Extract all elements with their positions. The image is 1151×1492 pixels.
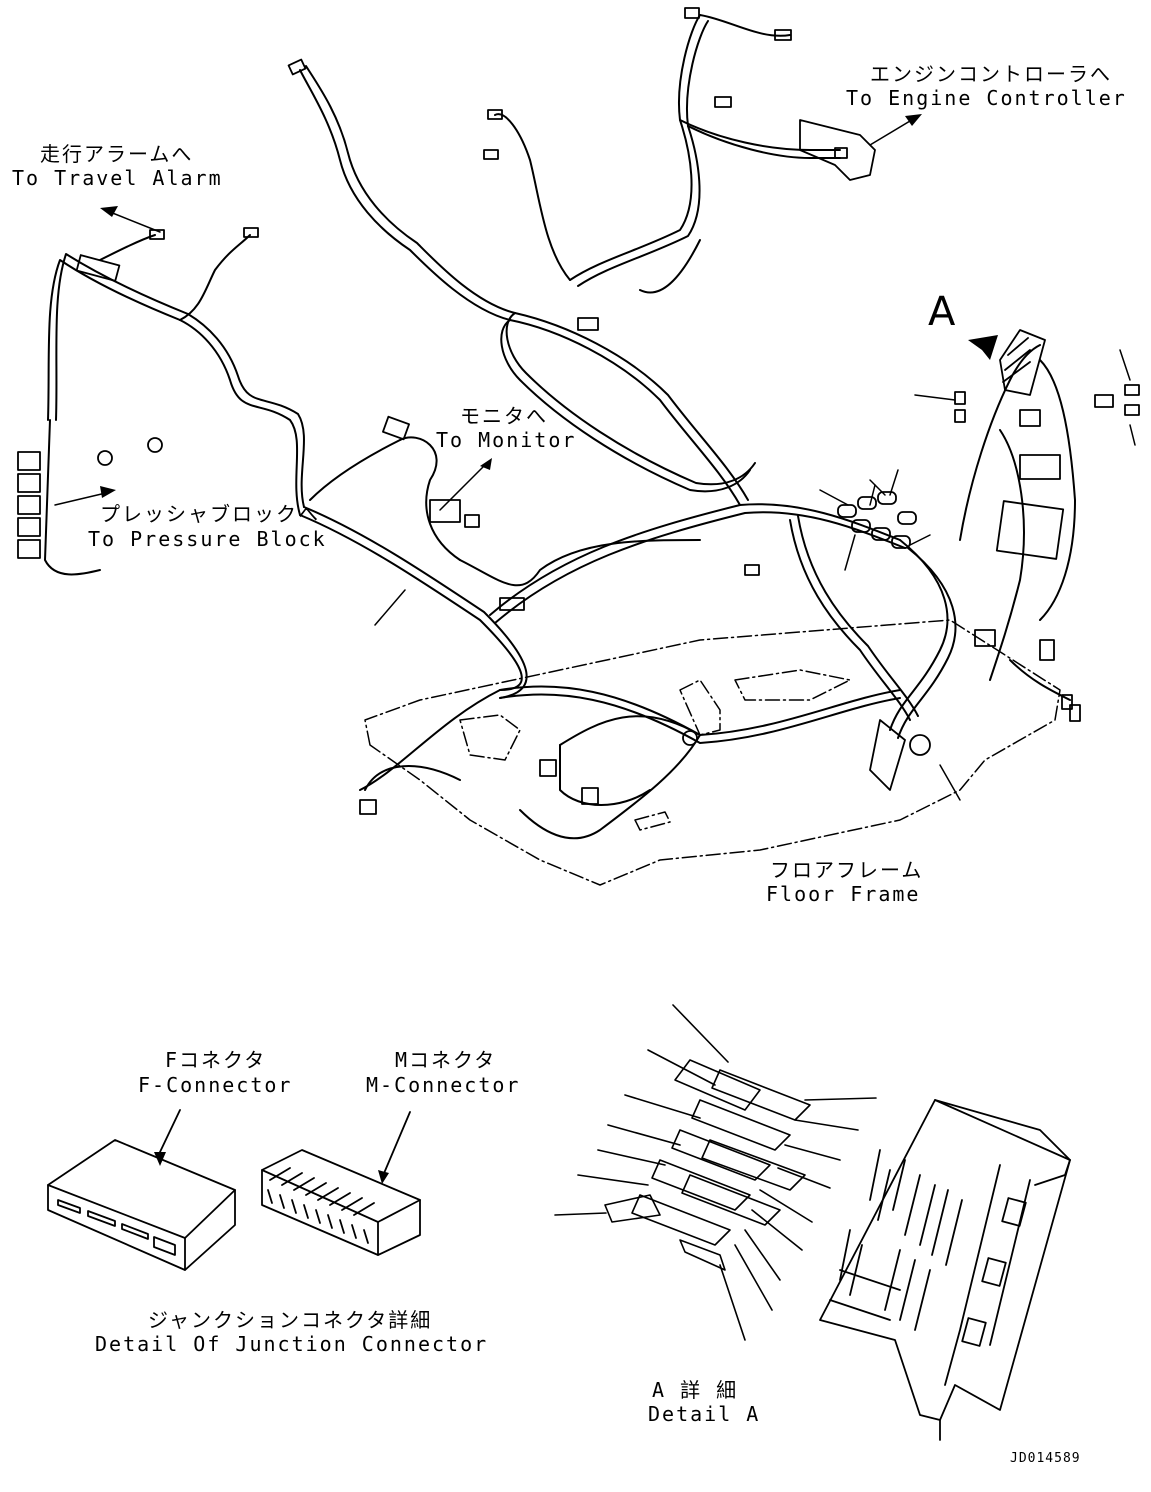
pressure-block-label-en: To Pressure Block [88, 527, 327, 551]
junction-detail-label-jp: ジャンクションコネクタ詳細 [148, 1308, 433, 1332]
m-connector-label-jp: Mコネクタ [395, 1048, 497, 1072]
travel-alarm-label-en: To Travel Alarm [12, 166, 223, 190]
floor-frame-label-jp: フロアフレーム [770, 858, 924, 882]
engine-controller-label-en: To Engine Controller [846, 86, 1127, 110]
detail-a-block [819, 1099, 1071, 1441]
detail-a-terminals [554, 1004, 877, 1341]
monitor-label-en: To Monitor [436, 428, 577, 452]
drawing-id: JD014589 [1010, 1451, 1081, 1466]
pressure-block-label-jp: プレッシャブロックへ [100, 502, 320, 526]
floor-frame [364, 619, 1061, 886]
engine-controller-label-jp: エンジンコントローラへ [870, 62, 1112, 86]
detail-a-label-jp: A 詳 細 [652, 1378, 739, 1402]
main-harness [44, 14, 1076, 840]
m-connector-label-en: M-Connector [366, 1073, 521, 1097]
leader-lines [54, 117, 1136, 801]
travel-alarm-label-jp: 走行アラームへ [40, 142, 194, 166]
detail-a-label-en: Detail A [648, 1402, 761, 1426]
f-connector-drawing [47, 1109, 236, 1271]
floor-frame-label-en: Floor Frame [766, 882, 921, 906]
harness-connectors [17, 7, 1140, 815]
monitor-label-jp: モニタへ [460, 404, 548, 428]
f-connector-label-en: F-Connector [138, 1073, 293, 1097]
arrowheads [100, 114, 998, 1184]
m-connector-drawing [261, 1111, 421, 1256]
f-connector-label-jp: Fコネクタ [165, 1048, 267, 1072]
junction-detail-label-en: Detail Of Junction Connector [95, 1332, 489, 1356]
detail-a-marker: A [928, 289, 956, 335]
